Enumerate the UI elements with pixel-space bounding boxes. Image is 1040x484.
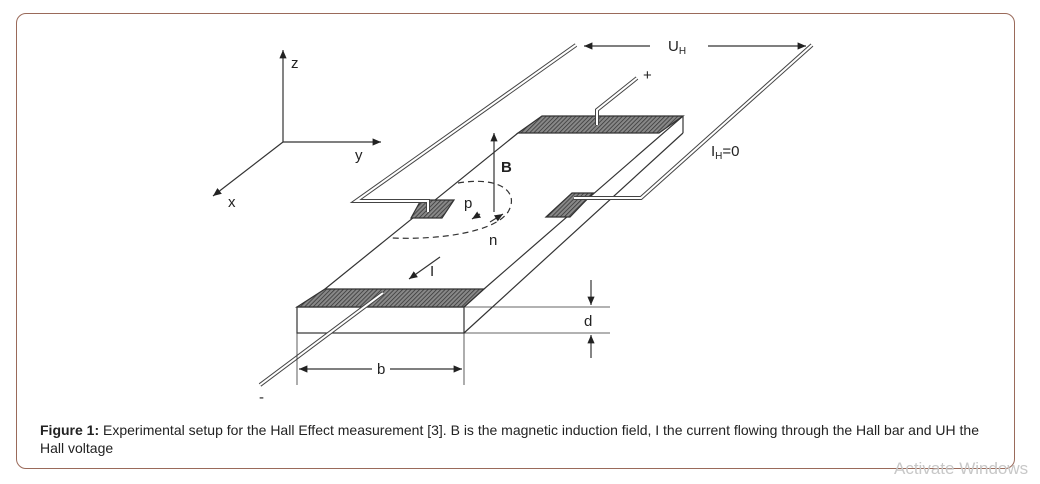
figure-card [16, 13, 1015, 469]
plus-terminal-label: + [643, 67, 652, 84]
width-label: b [377, 361, 385, 378]
front-contact [294, 288, 486, 308]
back-contact [516, 115, 685, 134]
figure-caption: Figure 1: Experimental setup for the Hal… [40, 421, 1000, 457]
hall-bar [294, 115, 685, 334]
z-axis-label: z [291, 55, 299, 72]
b-field-label: B [501, 159, 512, 176]
coordinate-axes [212, 50, 381, 197]
deflection-path [391, 180, 513, 239]
hall-voltage-label: UH [668, 38, 686, 57]
wires [258, 43, 814, 387]
hall-contact-left [409, 199, 456, 219]
current-label: I [430, 263, 434, 280]
activate-windows-watermark: Activate Windows [894, 459, 1029, 478]
hall-current-label: IH=0 [711, 143, 740, 162]
y-axis-label: y [355, 147, 363, 164]
thickness-label: d [584, 313, 592, 330]
minus-terminal-label: - [259, 389, 264, 406]
x-axis-label: x [228, 194, 236, 211]
caption-prefix: Figure 1: [40, 422, 100, 438]
n-label: n [489, 232, 497, 249]
caption-text: Experimental setup for the Hall Effect m… [40, 422, 979, 456]
p-label: p [464, 195, 472, 212]
